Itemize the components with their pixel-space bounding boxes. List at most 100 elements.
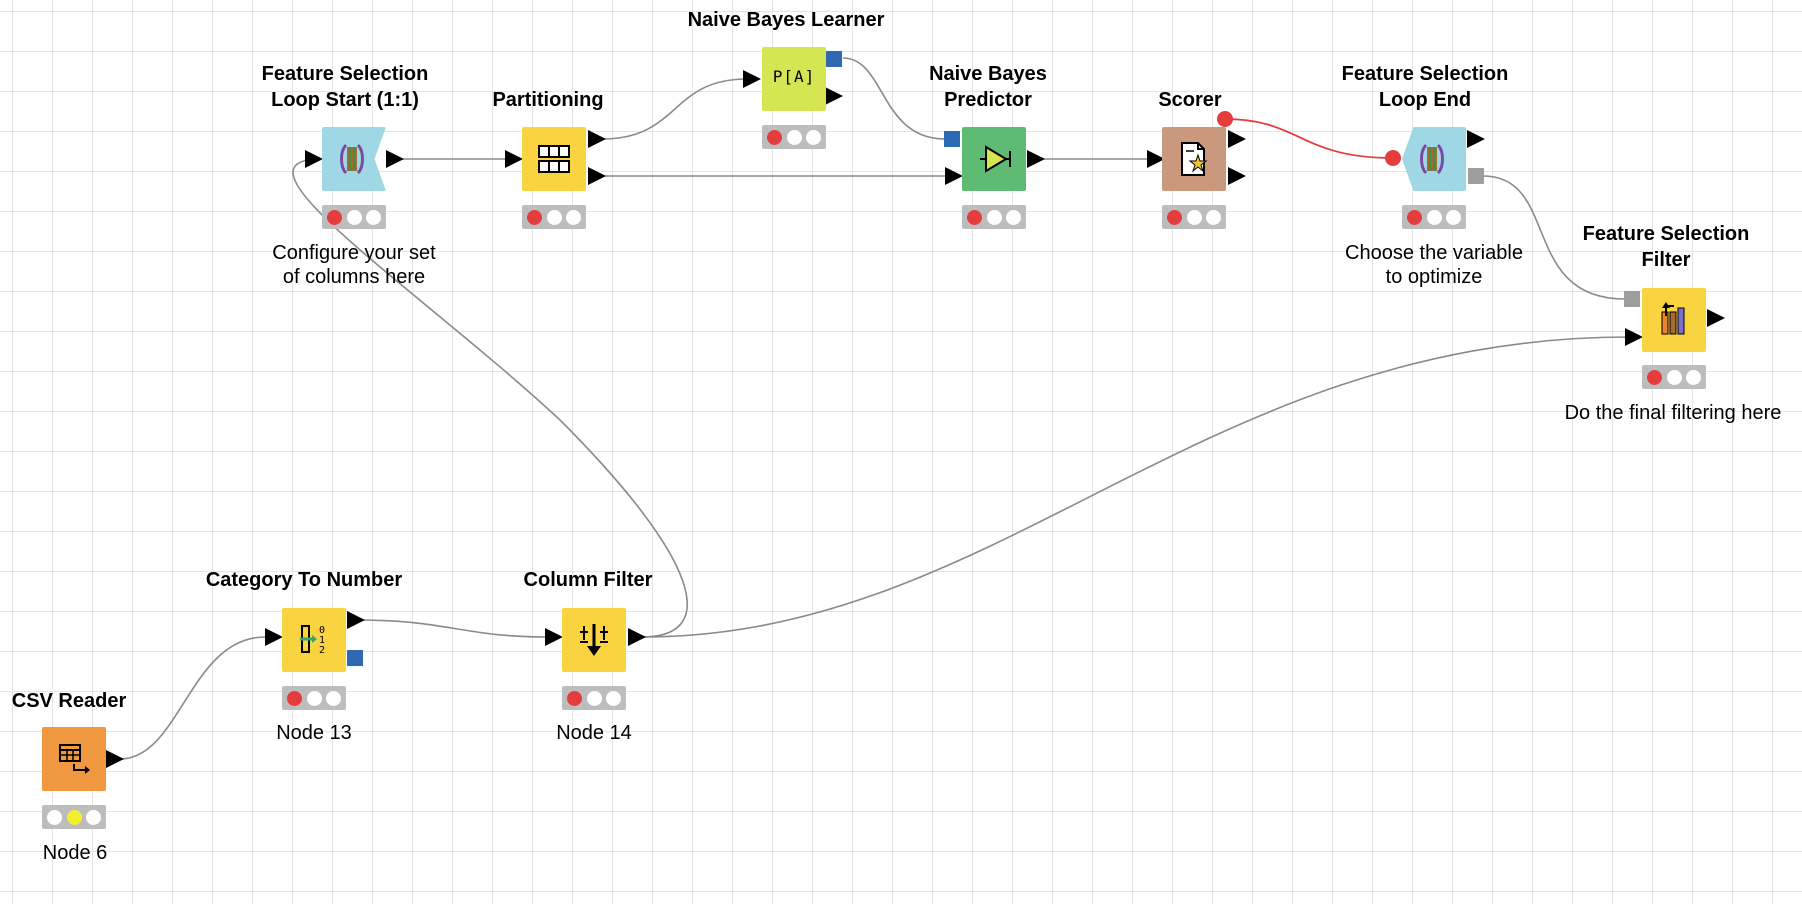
status-fs-loop-start <box>322 205 386 229</box>
node-title-column-filter: Column Filter <box>523 569 653 591</box>
port-out-learner-table[interactable] <box>825 87 843 105</box>
svg-text:1: 1 <box>319 635 325 646</box>
status-light <box>1686 369 1702 385</box>
node-title-nb-predictor: Naive Bayes Predictor <box>929 63 1047 111</box>
node-category-to-number[interactable]: 0 1 2 <box>282 608 346 672</box>
status-light <box>566 209 582 225</box>
port-out-category[interactable] <box>347 611 365 629</box>
node-column-filter[interactable] <box>562 608 626 672</box>
loop-start-icon <box>340 143 364 175</box>
node-title-nb-learner: Naive Bayes Learner <box>687 9 885 31</box>
port-flow-out-scorer[interactable] <box>1217 111 1233 127</box>
node-nb-predictor[interactable] <box>962 127 1026 191</box>
node-caption-fs-filter[interactable]: Do the final filtering here <box>1564 402 1782 424</box>
node-title-scorer: Scorer <box>1158 89 1222 111</box>
status-light <box>1006 209 1022 225</box>
port-in-predictor-model[interactable] <box>944 131 960 147</box>
status-light <box>1666 369 1682 385</box>
status-light <box>326 690 342 706</box>
status-csv-reader <box>42 805 106 829</box>
status-light <box>606 690 622 706</box>
status-light <box>1186 209 1202 225</box>
wire-csv-to-category[interactable] <box>119 636 266 760</box>
port-out-filter[interactable] <box>1707 309 1725 327</box>
status-column-filter <box>562 686 626 710</box>
status-light <box>806 129 822 145</box>
wire-columnfilter-to-filter[interactable] <box>641 336 1631 638</box>
column-filter-icon <box>580 624 608 656</box>
port-out-partitioning-2[interactable] <box>588 167 606 185</box>
wire-columnfilter-to-loopstart[interactable] <box>292 158 689 638</box>
status-light <box>1406 209 1422 225</box>
port-out-loopend-1[interactable] <box>1467 130 1485 148</box>
port-in-filter-generic[interactable] <box>1624 291 1640 307</box>
status-light <box>1426 209 1442 225</box>
port-in-learner[interactable] <box>743 70 761 88</box>
node-caption-fs-loop-end[interactable]: Choose the variable to optimize <box>1345 242 1523 288</box>
status-fs-filter <box>1642 365 1706 389</box>
node-partitioning[interactable] <box>522 127 586 191</box>
node-title-fs-loop-end: Feature Selection Loop End <box>1341 63 1509 111</box>
node-title-fs-filter: Feature Selection Filter <box>1582 223 1750 271</box>
port-out-predictor[interactable] <box>1027 150 1045 168</box>
status-category-to-number <box>282 686 346 710</box>
scorer-icon <box>1181 142 1208 176</box>
status-light <box>1646 369 1662 385</box>
wire-learner-to-predictor[interactable] <box>842 57 946 140</box>
svg-text:2: 2 <box>319 645 325 656</box>
node-title-partitioning: Partitioning <box>492 89 604 111</box>
node-title-csv-reader: CSV Reader <box>11 690 127 712</box>
port-in-columnfilter[interactable] <box>545 628 563 646</box>
port-flow-in-loopend[interactable] <box>1385 150 1401 166</box>
wire-scorer-to-loopend-flow[interactable] <box>1224 118 1394 159</box>
table-import-icon <box>59 744 90 774</box>
status-light <box>526 209 542 225</box>
port-out-loopend-generic[interactable] <box>1468 168 1484 184</box>
port-out-loopstart[interactable] <box>386 150 404 168</box>
node-nb-learner[interactable]: P[A] <box>762 47 826 111</box>
status-light <box>66 809 82 825</box>
status-light <box>306 690 322 706</box>
status-scorer <box>1162 205 1226 229</box>
node-caption-fs-loop-start[interactable]: Configure your set of columns here <box>272 242 436 288</box>
node-scorer[interactable] <box>1162 127 1226 191</box>
node-caption-csv-reader[interactable]: Node 6 <box>42 842 108 864</box>
status-light <box>1446 209 1462 225</box>
node-fs-filter[interactable] <box>1642 288 1706 352</box>
partition-icon <box>538 145 570 173</box>
port-out-category-model[interactable] <box>347 650 363 666</box>
category-number-icon: 0 1 2 <box>300 625 325 656</box>
port-in-category[interactable] <box>265 628 283 646</box>
port-out-columnfilter[interactable] <box>628 628 646 646</box>
port-in-predictor-table[interactable] <box>945 167 963 185</box>
wire-category-to-columnfilter[interactable] <box>355 619 551 638</box>
port-in-partitioning[interactable] <box>505 150 523 168</box>
svg-text:0: 0 <box>319 625 325 636</box>
port-out-learner-model[interactable] <box>826 51 842 67</box>
status-light <box>546 209 562 225</box>
node-caption-column-filter[interactable]: Node 14 <box>556 722 632 744</box>
port-in-scorer[interactable] <box>1147 150 1165 168</box>
node-csv-reader[interactable] <box>42 727 106 791</box>
status-light <box>46 809 62 825</box>
node-title-fs-loop-start: Feature Selection Loop Start (1:1) <box>261 63 429 111</box>
node-fs-loop-end[interactable] <box>1402 127 1466 191</box>
wire-loopend-to-filter[interactable] <box>1482 175 1626 300</box>
status-light <box>786 129 802 145</box>
loop-end-icon <box>1420 143 1444 175</box>
status-light <box>986 209 1002 225</box>
port-out-csv[interactable] <box>106 750 124 768</box>
port-in-filter-table[interactable] <box>1625 328 1643 346</box>
port-out-partitioning-1[interactable] <box>588 130 606 148</box>
probability-icon: P[A] <box>772 67 816 86</box>
node-caption-category-to-number[interactable]: Node 13 <box>276 722 352 744</box>
status-light <box>966 209 982 225</box>
status-light <box>1206 209 1222 225</box>
port-out-scorer-1[interactable] <box>1228 130 1246 148</box>
port-out-scorer-2[interactable] <box>1228 167 1246 185</box>
status-light <box>586 690 602 706</box>
predictor-icon <box>980 145 1011 173</box>
port-in-loopstart[interactable] <box>305 150 323 168</box>
wire-partitioning-to-learner[interactable] <box>601 78 748 140</box>
